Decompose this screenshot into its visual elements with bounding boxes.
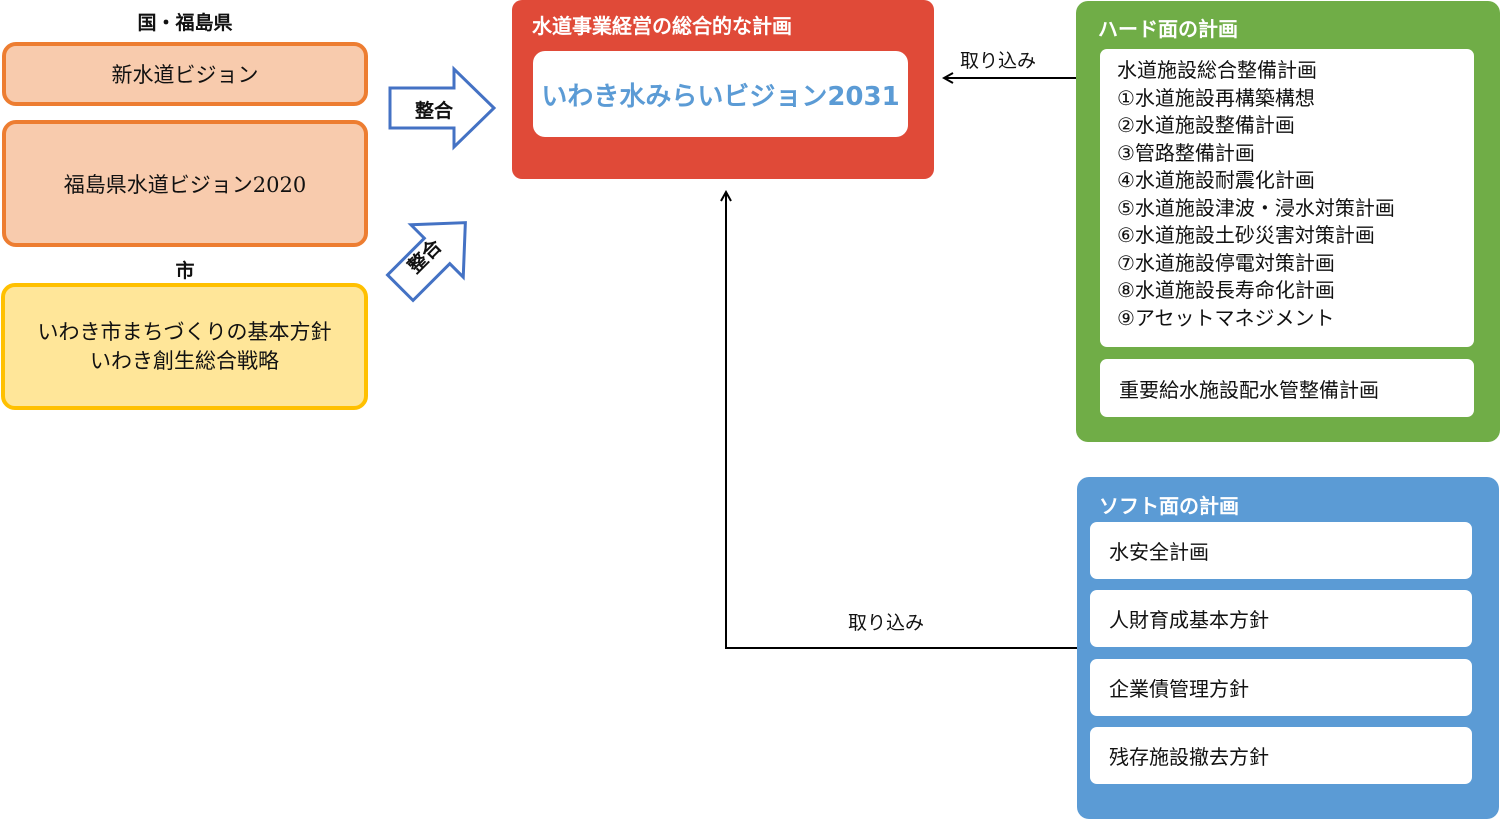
soft-plan-title: ソフト面の計画 <box>1099 494 1239 518</box>
soft-intake-arrow <box>726 192 1078 649</box>
hard-plan-item: ④水道施設耐震化計画 <box>1117 168 1315 192</box>
soft-plan-card-text: 人財育成基本方針 <box>1109 608 1269 632</box>
soft-plan-card: 水安全計画 <box>1090 522 1472 579</box>
city-plan-line-2: いわき創生総合戦略 <box>90 348 279 373</box>
align-arrow-diagonal-icon <box>385 221 467 303</box>
new-water-vision-text: 新水道ビジョン <box>111 63 259 87</box>
hard-plan-panel: ハード面の計画 水道施設総合整備計画 ①水道施設再構築構想 ②水道施設整備計画 … <box>1076 1 1500 442</box>
hard-intake-label: 取り込み <box>960 50 1037 72</box>
hard-plan-item: ①水道施設再構築構想 <box>1117 85 1315 110</box>
align-arrow-right-icon <box>388 65 497 151</box>
city-plan-line-1: いわき市まちづくりの基本方針 <box>37 319 332 344</box>
comprehensive-plan-title: 水道事業経営の総合的な計画 <box>532 14 792 38</box>
fukushima-water-vision-box: 福島県水道ビジョン2020 <box>2 120 368 247</box>
vision-2031-box: いわき水みらいビジョン2031 <box>533 51 908 137</box>
hard-plan-list: 水道施設総合整備計画 ①水道施設再構築構想 ②水道施設整備計画 ③管路整備計画 … <box>1100 49 1474 347</box>
comprehensive-plan-panel: 水道事業経営の総合的な計画 いわき水みらいビジョン2031 <box>512 0 934 179</box>
new-water-vision-box: 新水道ビジョン <box>2 42 368 106</box>
hard-plan-sub-card: 重要給水施設配水管整備計画 <box>1100 359 1474 417</box>
soft-plan-card: 人財育成基本方針 <box>1090 590 1472 647</box>
national-prefecture-label: 国・福島県 <box>137 12 233 34</box>
soft-plan-card: 企業債管理方針 <box>1090 659 1472 716</box>
hard-plan-item: ⑥水道施設土砂災害対策計画 <box>1117 223 1375 247</box>
fukushima-water-vision-text: 福島県水道ビジョン2020 <box>63 172 307 197</box>
hard-plan-item: 水道施設総合整備計画 <box>1117 58 1317 82</box>
hard-plan-item: ③管路整備計画 <box>1117 140 1255 165</box>
soft-plan-card-text: 残存施設撤去方針 <box>1109 745 1269 769</box>
hard-plan-sub-text: 重要給水施設配水管整備計画 <box>1119 377 1379 402</box>
city-label: 市 <box>175 260 195 282</box>
hard-plan-item: ⑤水道施設津波・浸水対策計画 <box>1117 195 1395 220</box>
soft-plan-panel: ソフト面の計画 水安全計画 人財育成基本方針 企業債管理方針 残存施設撤去方針 <box>1077 477 1499 819</box>
hard-plan-item: ⑧水道施設長寿命化計画 <box>1117 278 1335 302</box>
hard-plan-item: ⑨アセットマネジメント <box>1117 305 1335 330</box>
soft-plan-card: 残存施設撤去方針 <box>1090 727 1472 784</box>
hard-plan-title: ハード面の計画 <box>1098 17 1238 41</box>
soft-intake-label: 取り込み <box>848 612 925 634</box>
soft-plan-card-text: 水安全計画 <box>1109 540 1209 564</box>
align-label-1: 整合 <box>415 100 454 122</box>
city-plans-box: いわき市まちづくりの基本方針 いわき創生総合戦略 <box>1 283 368 410</box>
soft-plan-card-text: 企業債管理方針 <box>1109 677 1249 701</box>
vision-2031-text: いわき水みらいビジョン2031 <box>541 81 900 112</box>
hard-plan-item: ②水道施設整備計画 <box>1117 113 1295 137</box>
hard-plan-item: ⑦水道施設停電対策計画 <box>1117 250 1335 275</box>
